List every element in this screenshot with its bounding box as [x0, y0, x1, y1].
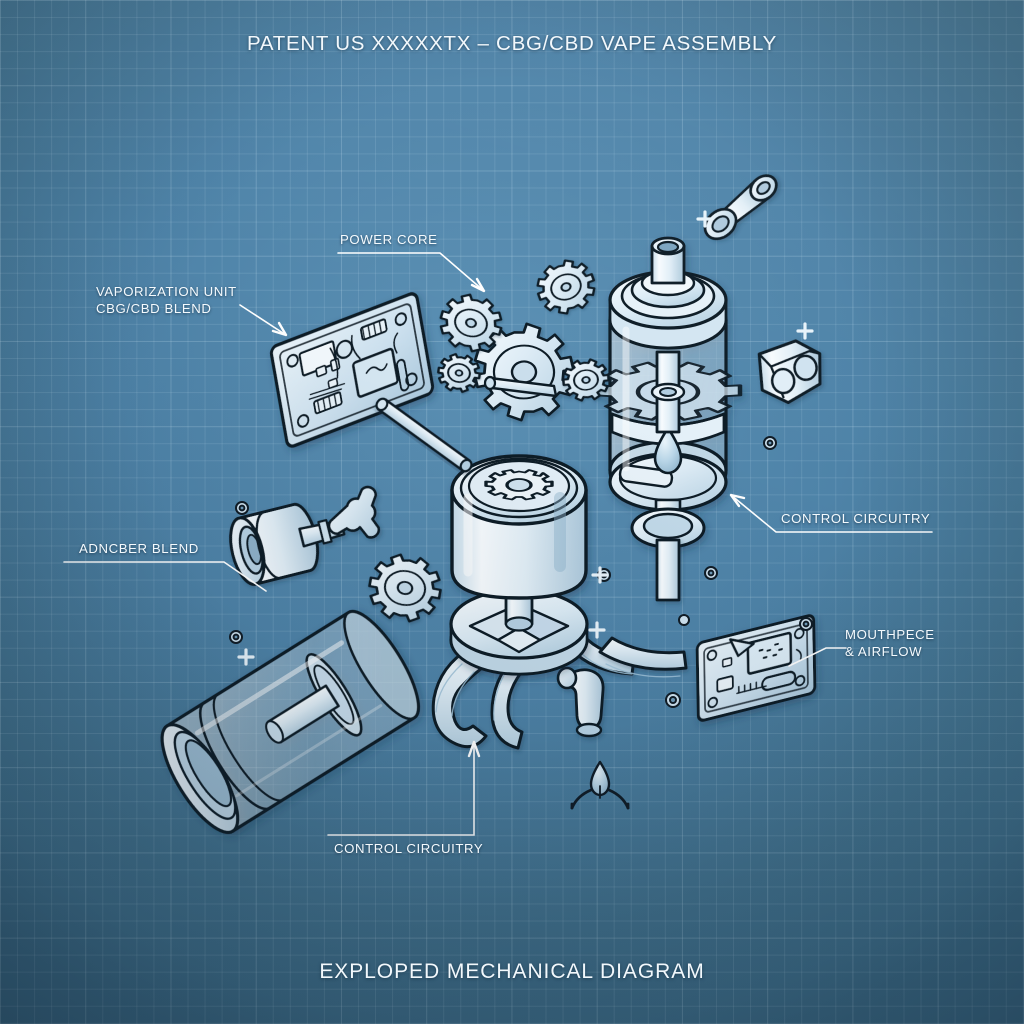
part-airflow-tubes [431, 634, 688, 750]
footer-caption: EXPLOPED MECHANICAL DIAGRAM [319, 960, 705, 983]
part-gear-cluster [368, 259, 610, 623]
markers-cross-ticks [237, 210, 814, 666]
part-connecting-rod [703, 174, 778, 241]
part-battery-cylinder [593, 236, 743, 549]
callout-adncber-blend: ADNCBER BLEND [79, 541, 199, 556]
part-tank-cylinder [160, 609, 420, 834]
part-pin-shaft [375, 397, 473, 473]
part-dropper-tip [570, 760, 630, 810]
part-down-stem [655, 538, 681, 602]
callout-control-circuitry-right: CONTROL CIRCUITRY [781, 511, 931, 526]
callout-power-core: POWER CORE [340, 232, 438, 247]
callout-mouthpiece-airflow: MOUTHPECE & AIRFLOW [845, 627, 935, 659]
callout-control-circuitry-bottom: CONTROL CIRCUITRY [334, 841, 484, 856]
part-nozzle-dropper [556, 666, 605, 738]
callout-vaporization-unit: VAPORIZATION UNIT CBG/CBD BLEND [96, 284, 237, 316]
page-title: PATENT US XXXXXTX – CBG/CBD VAPE ASSEMBL… [247, 32, 777, 55]
part-bracket-block [757, 339, 822, 405]
part-main-chamber [449, 454, 589, 676]
